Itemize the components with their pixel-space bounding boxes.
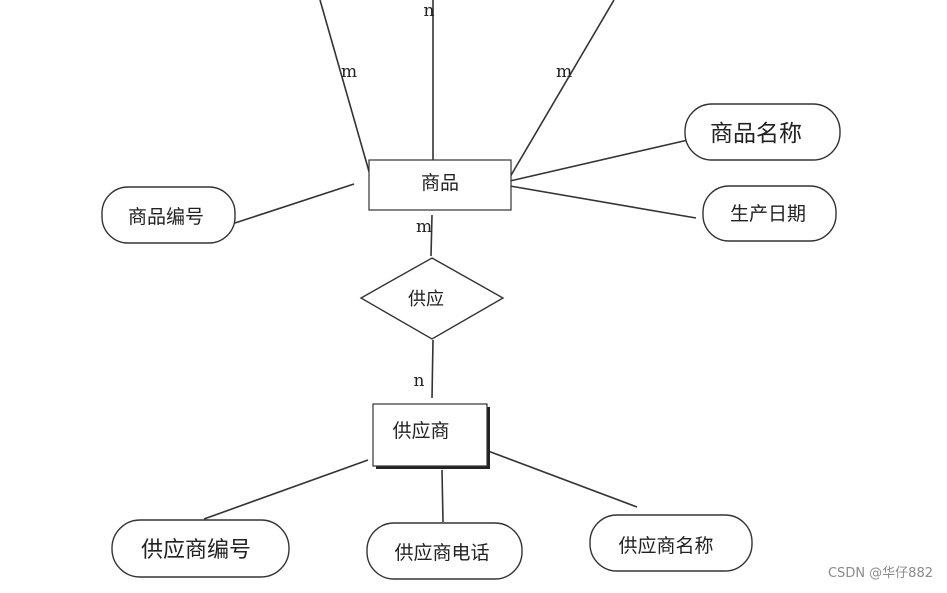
edge-goods-supply [430,214,433,257]
watermark: CSDN @华仔882 [827,566,933,581]
attribute-supplier-phone-label: 供应商电话 [394,542,489,564]
edge-top-left [319,0,371,176]
entity-goods [368,159,512,211]
edge-supplier-phone [441,469,444,523]
entity-supplier [372,403,488,467]
entity-supplier-label: 供应商 [392,420,449,442]
attribute-goods-name [684,103,841,161]
edge-top-right [509,0,615,178]
cardinality-supply-supplier: n [414,371,425,391]
attribute-goods-name-label: 商品名称 [710,121,802,147]
cardinality-goods-supply: m [416,217,432,237]
attribute-supplier-name [589,514,753,572]
relationship-supply [359,257,505,340]
entity-goods-label: 商品 [421,172,459,194]
cardinality-top-left: m [341,62,357,82]
edge-supplier-id [203,459,369,520]
attribute-supplier-name-label: 供应商名称 [618,535,713,557]
edge-supply-supplier [431,339,434,399]
attribute-production-date-label: 生产日期 [730,203,806,225]
edge-production-date [509,185,697,219]
attribute-supplier-phone [366,522,523,580]
relationship-supply-label: 供应 [408,289,444,310]
cardinality-top-center: n [424,1,435,21]
attribute-goods-id-label: 商品编号 [128,206,204,228]
attribute-goods-id [101,186,236,244]
edge-supplier-name [487,450,638,508]
edge-goods-id [234,183,355,224]
attribute-production-date [702,185,837,242]
attribute-supplier-id [111,519,290,578]
attribute-supplier-id-label: 供应商编号 [141,538,251,563]
edge-goods-name [509,139,689,182]
cardinality-top-right: m [556,62,572,82]
